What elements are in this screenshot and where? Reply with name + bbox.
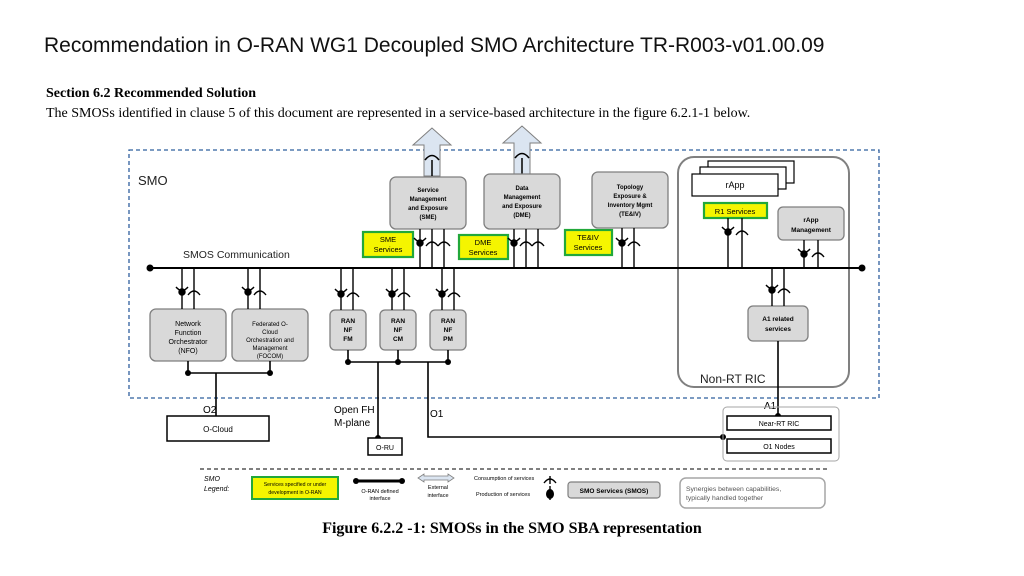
svg-text:(TE&IV): (TE&IV) [619, 212, 641, 218]
section-text: The SMOSs identified in clause 5 of this… [46, 106, 751, 121]
svg-text:Data: Data [515, 186, 529, 192]
smo-label: SMO [138, 173, 168, 188]
svg-text:NF: NF [344, 327, 353, 334]
svg-text:SMO: SMO [204, 476, 221, 483]
page-title: Recommendation in O-RAN WG1 Decoupled SM… [44, 34, 825, 57]
svg-text:interface: interface [369, 496, 390, 502]
figure-caption: Figure 6.2.2 -1: SMOSs in the SMO SBA re… [322, 520, 702, 537]
svg-text:Legend:: Legend: [204, 486, 229, 493]
a1-services-box: A1 related services [747, 305, 809, 342]
svg-text:(FOCOM): (FOCOM) [257, 354, 283, 360]
svg-text:O-RU: O-RU [376, 445, 394, 452]
svg-text:Production of services: Production of services [476, 492, 530, 498]
svg-text:Management: Management [410, 197, 447, 203]
teiv-services-badge: TE&IV Services [563, 228, 614, 257]
legend: SMO Legend: Services specified or under … [200, 468, 828, 509]
svg-text:rApp: rApp [803, 217, 818, 224]
svg-text:Topology: Topology [617, 185, 644, 191]
svg-text:Services: Services [574, 243, 603, 252]
svg-text:Services: Services [374, 245, 403, 254]
svg-text:Cloud: Cloud [262, 330, 278, 336]
svg-text:Synergies between capabilities: Synergies between capabilities, [686, 486, 781, 493]
svg-text:Orchestration and: Orchestration and [246, 338, 294, 344]
svg-text:(SME): (SME) [420, 215, 437, 221]
svg-text:Near-RT RIC: Near-RT RIC [759, 421, 800, 428]
o2-label: O2 [203, 405, 217, 416]
svg-text:A1 related: A1 related [762, 316, 793, 323]
sme-external-arrow [411, 127, 453, 177]
service-connectors [175, 218, 825, 310]
svg-text:CM: CM [393, 336, 403, 343]
svg-text:services: services [765, 326, 791, 333]
ran-nodes-group [722, 406, 840, 462]
r1-services-badge: R1 Services [702, 201, 769, 220]
svg-text:and Exposure: and Exposure [502, 204, 542, 210]
smo-boundary [128, 149, 880, 399]
section-heading: Section 6.2 Recommended Solution [46, 86, 256, 101]
svg-text:Inventory Mgmt: Inventory Mgmt [608, 203, 653, 209]
svg-text:Function: Function [175, 330, 202, 337]
svg-text:External: External [428, 485, 448, 491]
svg-text:(NFO): (NFO) [178, 348, 197, 355]
svg-text:TE&IV: TE&IV [577, 233, 599, 242]
svg-text:RAN: RAN [441, 318, 455, 325]
svg-text:interface: interface [427, 493, 448, 499]
svg-text:Services specified or under: Services specified or under [264, 482, 327, 488]
o-cloud-box: O-Cloud [166, 415, 270, 442]
svg-text:Orchestrator: Orchestrator [169, 339, 209, 346]
o-ru-box: O-RU [367, 437, 403, 456]
open-fh-label: Open FH [334, 405, 375, 416]
rapp-stack: rApp [691, 160, 795, 197]
svg-text:NF: NF [394, 327, 403, 334]
o1-nodes-box: O1 Nodes [726, 438, 832, 454]
focom-box: Federated O- Cloud Orchestration and Man… [231, 308, 309, 362]
ran-nf-cm-box: RAN NF CM [379, 309, 417, 351]
oran-interfaces [187, 341, 779, 438]
svg-text:R1 Services: R1 Services [715, 207, 756, 216]
sme-box: Service Management and Exposure (SME) [389, 176, 467, 230]
dme-box: Data Management and Exposure (DME) [483, 173, 561, 230]
svg-text:Network: Network [175, 321, 201, 328]
svg-text:PM: PM [443, 336, 453, 343]
svg-text:RAN: RAN [391, 318, 405, 325]
o1-label: O1 [430, 409, 444, 420]
non-rt-ric-label: Non-RT RIC [700, 372, 766, 386]
ran-nf-fm-box: RAN NF FM [329, 309, 367, 351]
svg-text:Services: Services [469, 248, 498, 257]
nfo-box: Network Function Orchestrator (NFO) [149, 308, 227, 362]
sme-services-badge: SME Services [361, 230, 415, 259]
dme-services-badge: DME Services [457, 233, 510, 261]
ran-nf-pm-box: RAN NF PM [429, 309, 467, 351]
svg-text:and Exposure: and Exposure [408, 206, 448, 212]
svg-text:FM: FM [343, 336, 352, 343]
svg-text:Management: Management [504, 195, 541, 201]
svg-text:Service: Service [417, 188, 439, 194]
svg-text:rApp: rApp [725, 180, 744, 190]
svg-text:RAN: RAN [341, 318, 355, 325]
bus-label: SMOS Communication [183, 249, 290, 261]
svg-text:DME: DME [475, 238, 492, 247]
svg-text:O1 Nodes: O1 Nodes [763, 444, 795, 451]
non-rt-ric-container [677, 156, 850, 388]
svg-text:Management: Management [252, 346, 287, 352]
m-plane-label: M-plane [334, 418, 371, 429]
svg-text:O-Cloud: O-Cloud [203, 425, 233, 434]
svg-text:SME: SME [380, 235, 396, 244]
teiv-box: Topology Exposure & Inventory Mgmt (TE&I… [591, 171, 669, 229]
rapp-management-box: rApp Management [777, 206, 845, 241]
svg-text:typically handled together: typically handled together [686, 495, 764, 502]
svg-text:Consumption of services: Consumption of services [474, 476, 534, 482]
svg-text:(DME): (DME) [513, 213, 530, 219]
svg-text:SMO Services (SMOS): SMO Services (SMOS) [580, 488, 649, 495]
svg-text:NF: NF [444, 327, 453, 334]
svg-text:Exposure &: Exposure & [613, 194, 647, 200]
svg-text:O-RAN defined: O-RAN defined [361, 489, 398, 495]
svg-text:Federated O-: Federated O- [252, 322, 288, 328]
svg-text:Management: Management [791, 227, 832, 234]
svg-text:development in O-RAN: development in O-RAN [268, 490, 322, 496]
near-rt-ric-box: Near-RT RIC [726, 415, 832, 431]
